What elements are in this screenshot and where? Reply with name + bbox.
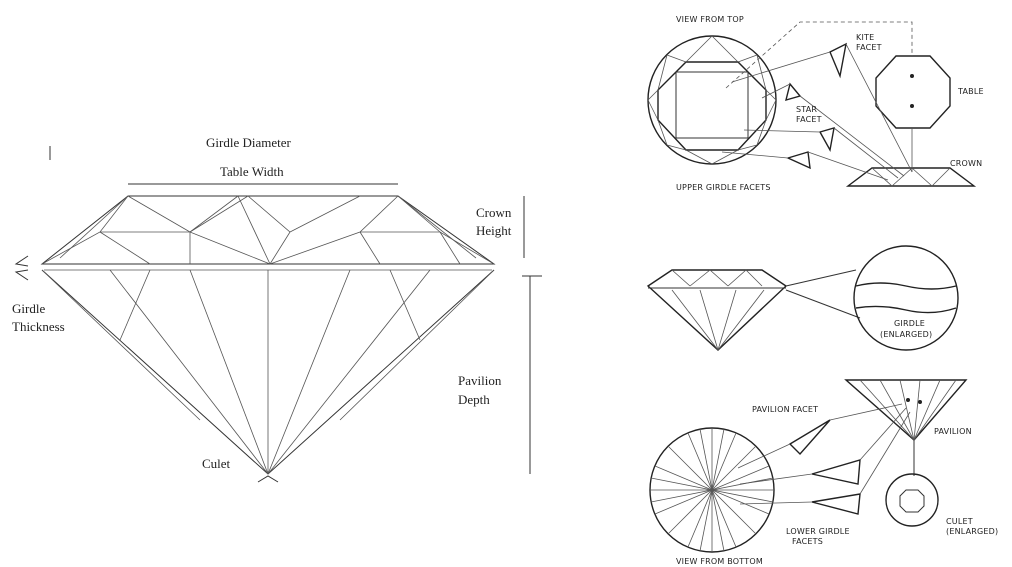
crown-label: CROWN: [950, 159, 982, 168]
crown-height-label-2: Height: [476, 223, 512, 238]
pavilion-label: PAVILION: [934, 427, 972, 436]
girdle-enlarged-diagram: GIRDLE (ENLARGED): [648, 246, 958, 350]
crown-facets: [42, 196, 494, 264]
lower-girdle-facets-label-1: LOWER GIRDLE: [786, 527, 850, 536]
girdle-thickness-arrow-bottom: [16, 270, 28, 280]
culet-enlarged-label: (ENLARGED): [946, 527, 998, 536]
culet-label-right: CULET: [946, 517, 973, 526]
pavilion-facet-shape: [790, 420, 830, 454]
side-profile-diagram: Girdle Diameter Table Width Crown Height…: [12, 135, 542, 482]
table-octagon-small: [658, 62, 766, 150]
star-facet-shape: [786, 84, 800, 100]
girdle-enlarged-label: (ENLARGED): [880, 330, 932, 339]
small-diamond-profile: [648, 270, 786, 350]
bottom-view-rays: [650, 428, 774, 552]
girdle-label: GIRDLE: [894, 319, 925, 328]
lower-girdle-facet-shape-1: [812, 460, 860, 484]
culet-enlarged-circle: [886, 474, 938, 526]
girdle-thickness-arrow-top: [16, 256, 28, 266]
star-facet-label-1: STAR: [796, 105, 817, 114]
kite-facet-shape: [830, 44, 846, 76]
pavilion-depth-label-2: Depth: [458, 392, 490, 407]
table-point-2: [910, 104, 914, 108]
girdle-band-bottom: [856, 306, 956, 312]
culet-label: Culet: [202, 456, 231, 471]
view-from-bottom-diagram: PAVILION FACET PAVILION LOWER GIRDLE FAC…: [650, 380, 998, 566]
girdle-band-top: [856, 283, 956, 289]
girdle-thickness-label-2: Thickness: [12, 319, 65, 334]
pavilion-facets: [42, 270, 494, 474]
kite-facet-label-1: KITE: [856, 33, 874, 42]
table-width-label: Table Width: [220, 164, 284, 179]
pavilion-depth-label-1: Pavilion: [458, 373, 502, 388]
star-facet-label-2: FACET: [796, 115, 822, 124]
kite-facet-label-2: FACET: [856, 43, 882, 52]
table-octagon: [876, 56, 950, 128]
upper-girdle-facets-label: UPPER GIRDLE FACETS: [676, 183, 771, 192]
view-from-top-diagram: VIEW FROM TOP KITE FACET TABLE STAR FACE…: [648, 15, 984, 192]
upper-girdle-facet-shape-1: [820, 128, 834, 150]
view-from-bottom-label: VIEW FROM BOTTOM: [676, 557, 763, 566]
view-from-top-label: VIEW FROM TOP: [676, 15, 744, 24]
crown-height-label-1: Crown: [476, 205, 512, 220]
crown-outline: [42, 196, 494, 264]
bottom-leader-lines: [738, 404, 910, 504]
table-label: TABLE: [957, 87, 984, 96]
upper-girdle-facet-shape-2: [788, 152, 810, 168]
culet-arrow: [258, 476, 278, 482]
girdle-diameter-label: Girdle Diameter: [206, 135, 291, 150]
table-point-1: [910, 74, 914, 78]
lower-girdle-facet-shape-2: [812, 494, 860, 514]
culet-octagon: [900, 490, 924, 512]
lower-girdle-facets-label-2: FACETS: [792, 537, 823, 546]
girdle-thickness-label-1: Girdle: [12, 301, 45, 316]
pavilion-facet-label: PAVILION FACET: [752, 405, 818, 414]
